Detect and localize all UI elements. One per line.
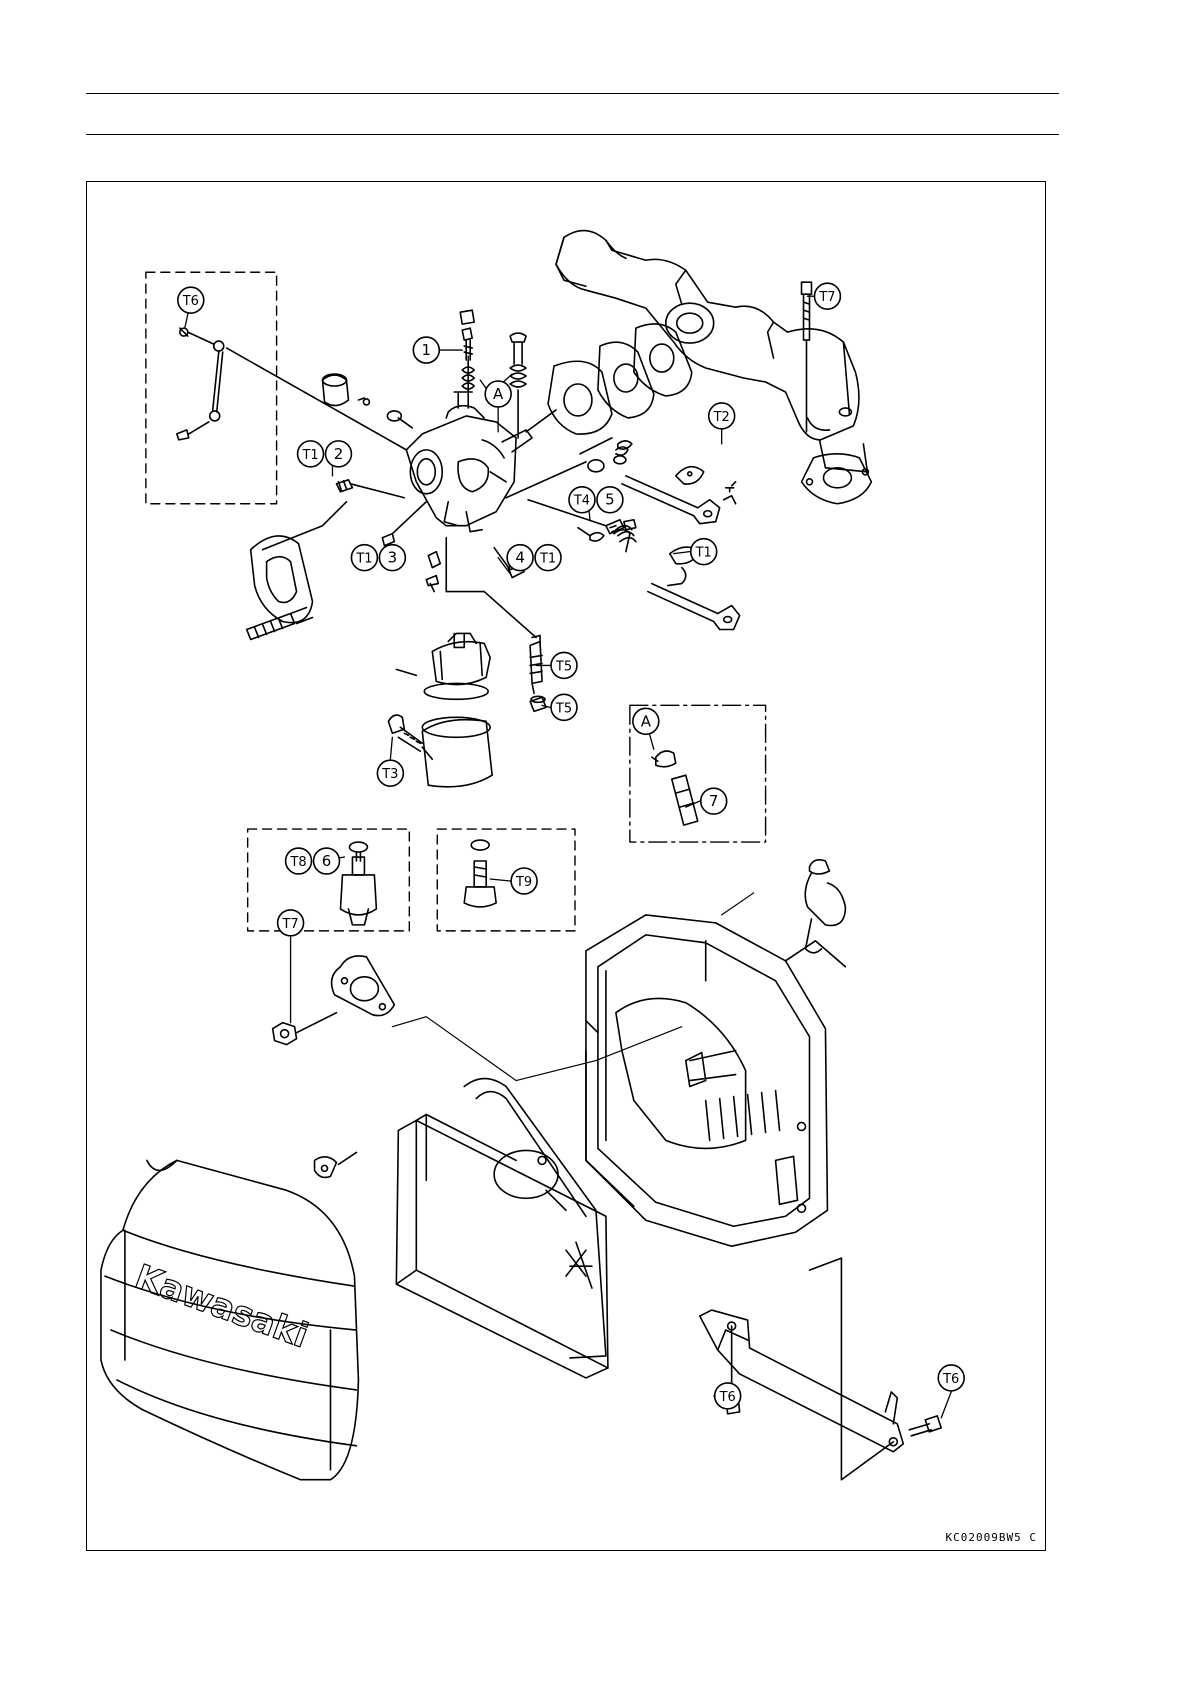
callout-label: T6	[942, 1372, 959, 1387]
callout-c6-b: 2	[326, 441, 352, 467]
callout-c9-a: T1	[351, 545, 377, 571]
callout-c7-b: 5	[597, 487, 623, 513]
throttle-plate-screw	[724, 482, 736, 504]
callout-c15-a: T3	[377, 760, 403, 786]
callout-c2-a: A	[485, 381, 511, 407]
callout-label: T2	[713, 410, 730, 425]
idle-jet	[336, 480, 404, 498]
fuel-solenoid-group-box	[248, 829, 410, 931]
kawasaki-logo: Kawasaki	[130, 1257, 313, 1355]
callout-c11-a: T5	[551, 652, 577, 678]
callout-c4-a: T7	[814, 283, 840, 309]
exhaust-gasket	[802, 454, 872, 504]
choke-collar	[323, 374, 413, 428]
callout-label: T4	[573, 494, 590, 509]
callout-c3-a: T6	[178, 287, 204, 313]
throttle-stop-screw	[510, 333, 526, 438]
callout-label: T9	[515, 875, 532, 890]
fuel-hose-and-clamp	[652, 751, 698, 825]
float-bowl	[422, 717, 492, 786]
exploded-diagram: Kawasaki 1AT6T7T2T12T45T1T134T1T5T5A7T3T…	[87, 182, 1045, 1550]
callout-c12-a: T5	[551, 694, 577, 720]
callout-label: T1	[539, 552, 556, 567]
fuel-inlet-fitting	[247, 608, 313, 640]
bracket-bolt-right	[909, 1416, 941, 1436]
callout-label: T7	[818, 290, 835, 305]
callout-label: 2	[334, 445, 344, 463]
air-cleaner-gasket	[332, 956, 395, 1016]
callout-label: 7	[709, 792, 719, 810]
figure-code: KC02009BW5 C	[946, 1531, 1037, 1544]
air-jet	[382, 502, 426, 546]
element-clip	[315, 1152, 357, 1177]
float-needle	[426, 552, 440, 592]
carburetor-float	[396, 633, 490, 699]
callout-c7-a: T4	[569, 487, 595, 513]
callout-label: T5	[555, 701, 572, 716]
insulator-plate-2	[598, 342, 654, 418]
callout-label: T8	[289, 855, 306, 870]
callout-label: T5	[555, 659, 572, 674]
callout-c19-a: T6	[715, 1383, 741, 1409]
callout-label: T3	[381, 767, 398, 782]
callout-c5-a: T2	[709, 403, 735, 429]
insulator-plate-1	[634, 324, 692, 396]
carb-gasket-o-ring	[580, 438, 626, 464]
callout-label: T1	[695, 546, 712, 561]
pre-cleaner-frame	[464, 1079, 606, 1358]
carburetor-body	[406, 392, 532, 532]
callout-label: A	[641, 712, 652, 730]
callout-label: 3	[388, 549, 398, 567]
callout-c16-b: 6	[314, 848, 340, 874]
callout-label: T7	[281, 917, 298, 932]
header-rule-bottom	[86, 134, 1059, 135]
callout-c20-a: T6	[938, 1365, 964, 1391]
callout-label: 4	[515, 549, 525, 567]
callout-label: T1	[301, 448, 318, 463]
air-cleaner-bracket	[700, 1258, 904, 1480]
callout-label: T6	[719, 1390, 736, 1405]
callout-c10-a: 4	[507, 545, 533, 571]
drain-bolt	[464, 840, 496, 907]
manifold-bolt	[802, 282, 812, 432]
pilot-screw	[460, 310, 474, 392]
callout-label: T6	[182, 294, 199, 309]
exhaust-manifold	[556, 231, 867, 472]
callout-c1-a: 1	[413, 337, 439, 363]
float-bowl-bolt	[388, 715, 432, 759]
callout-label: T1	[355, 552, 372, 567]
callout-c17-a: T9	[511, 868, 537, 894]
callout-c10-b: T1	[535, 545, 561, 571]
callout-label: A	[493, 385, 504, 403]
callout-label: 5	[605, 491, 615, 509]
callout-c13-a: A	[633, 708, 659, 734]
callout-label: 6	[322, 852, 332, 870]
choke-linkage-group-box	[146, 272, 277, 504]
fuel-cut-solenoid	[340, 842, 376, 925]
callout-c14-a: 7	[701, 788, 727, 814]
intake-gasket	[251, 502, 347, 623]
callout-c18-a: T7	[278, 910, 304, 936]
callout-c8-a: T1	[691, 539, 717, 565]
header-rule-top	[86, 93, 1059, 94]
callout-c16-a: T8	[286, 848, 312, 874]
breather-hose	[805, 860, 845, 953]
choke-linkage-rod	[177, 328, 407, 450]
air-cleaner-nut	[273, 1013, 337, 1045]
callout-c9-b: 3	[379, 545, 405, 571]
callout-label: 1	[422, 341, 432, 359]
callout-c6-a: T1	[298, 441, 324, 467]
air-cleaner-base	[586, 915, 845, 1246]
element-plate	[416, 1114, 566, 1210]
